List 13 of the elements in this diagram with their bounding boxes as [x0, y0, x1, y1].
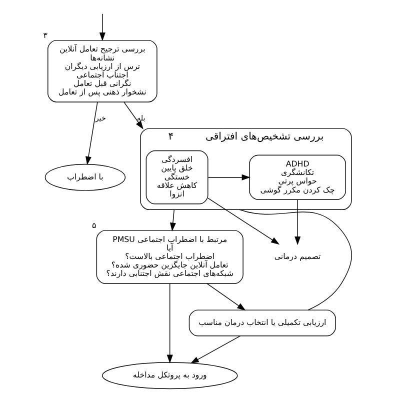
arrow	[208, 198, 280, 245]
edge-label: بله	[137, 114, 146, 123]
arrow	[99, 13, 106, 42]
arrow	[206, 283, 246, 311]
arrow	[124, 102, 144, 130]
connector	[239, 209, 352, 310]
arrow	[170, 209, 176, 232]
arrow	[294, 199, 301, 246]
arrow	[86, 102, 98, 166]
arrow	[190, 336, 241, 364]
arrow	[208, 174, 250, 180]
edge-label: خیر	[95, 114, 106, 123]
arrow	[166, 283, 173, 364]
